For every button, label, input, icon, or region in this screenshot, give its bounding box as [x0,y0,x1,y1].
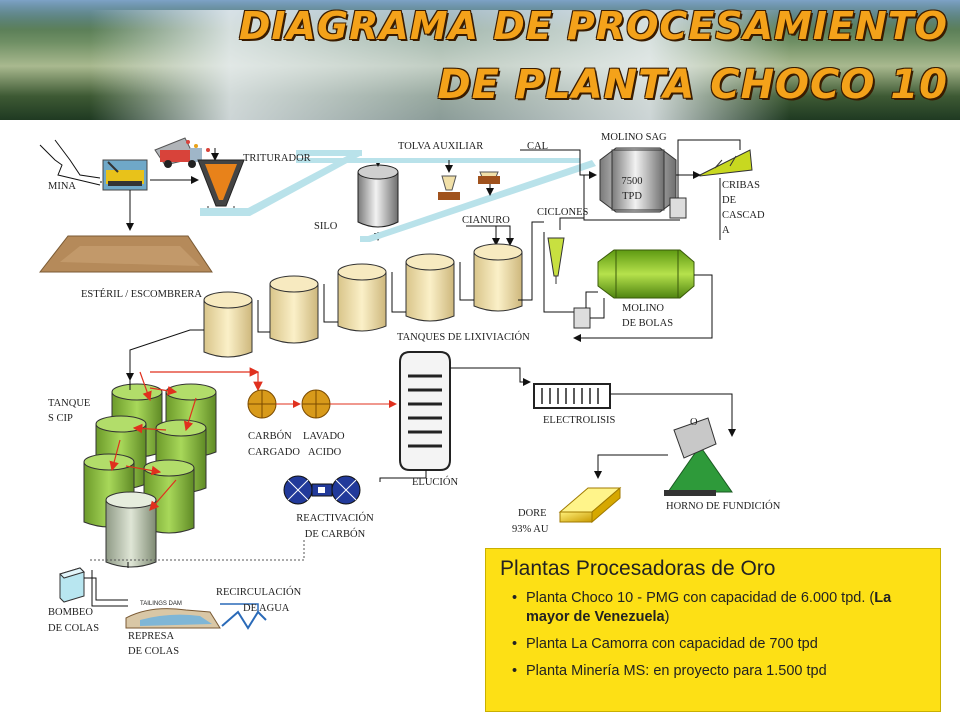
label-silo: SILO [314,221,338,232]
waterfall-background [90,10,790,120]
label-tanques-cip-2: S CIP [48,413,73,424]
electrolysis-cell-icon [533,383,611,409]
title-line-2: DE PLANTA CHOCO 10 [437,62,948,108]
infobox-item-choco10-text: Planta Choco 10 - PMG con capacidad de 6… [526,590,875,606]
label-cribas-3: CASCAD [722,210,765,221]
label-capacity-value: 7500 [621,176,643,187]
label-carbon-cargado-2: CARGADO [248,447,300,458]
label-represa-1: REPRESA [128,631,175,642]
cip-tank-7 [105,491,157,568]
leach-tank-icons [203,243,523,358]
label-esteril: ESTÉRIL / ESCOMBRERA [81,289,202,300]
crusher-icon [197,159,245,212]
label-dore-1: DORE [518,508,547,519]
leach-tank-1 [473,243,523,312]
carbon-reactivation-icon [283,475,361,505]
label-mina: MINA [48,181,76,192]
lime-hopper-icon [478,171,500,196]
silo-icon [357,159,399,241]
label-capacity-unit: TPD [622,191,642,202]
leach-tank-2 [405,253,455,322]
gold-plants-infobox: Plantas Procesadoras de Oro Planta Choco… [485,548,941,712]
label-tanques-lixiviacion: TANQUES DE LIXIVIACIÓN [397,332,530,343]
acid-wash-icon [301,389,331,419]
label-reactivacion-2: DE CARBÓN [304,529,366,540]
gold-bar-icon [558,486,622,524]
label-carbon-cargado-1: CARBÓN [248,431,292,442]
label-recirculacion-2: DE AGUA [243,603,290,614]
leach-tank-3 [337,263,387,332]
cip-tank-icons [83,383,217,568]
label-recirculacion-1: RECIRCULACIÓN [216,587,302,598]
infobox-list: Planta Choco 10 - PMG con capacidad de 6… [500,589,926,680]
infobox-item-camorra: Planta La Camorra con capacidad de 700 t… [512,635,926,654]
label-horno-marker: O [690,417,698,428]
mine-feed-lines [39,139,102,186]
cip-flow-arrows [109,367,263,511]
label-triturador: TRITURADOR [243,153,311,164]
leach-tank-4 [269,275,319,344]
label-tanques-cip-1: TANQUE [48,398,91,409]
label-lavado-acido-1: LAVADO [303,431,345,442]
label-bombeo-2: DE COLAS [48,623,100,634]
sag-mill-icon [599,147,687,219]
ball-mill-icon [573,249,695,329]
auxiliary-hopper-icon [438,160,460,200]
label-tailings-dam: TAILINGS DAM [140,601,182,607]
label-cianuro: CIANURO [462,215,510,226]
waste-pile-icon [38,235,213,273]
label-ciclones: CICLONES [537,207,589,218]
label-molino-bolas-2: DE BOLAS [622,318,674,329]
smelting-furnace-icon [664,417,733,496]
label-dore-2: 93% AU [512,524,549,535]
label-cribas-1: CRIBAS [722,180,760,191]
label-molino-sag: MOLINO SAG [601,132,667,143]
infobox-item-choco10-bold: La mayor de Venezuela [526,590,892,625]
label-molino-bolas-1: MOLINO [622,303,664,314]
infobox-item-mineria-ms: Planta Minería MS: en proyecto para 1.50… [512,662,926,681]
label-reactivacion-1: REACTIVACIÓN [296,513,374,524]
label-cribas-2: DE [722,195,736,206]
leach-tank-5 [203,291,253,358]
label-cal: CAL [527,141,548,152]
label-represa-2: DE COLAS [128,646,180,657]
title-banner: DIAGRAMA DE PROCESAMIENTO DE PLANTA CHOC… [0,0,960,120]
label-cribas-4: A [722,225,730,236]
tailings-pump-icon [59,567,85,603]
title-line-1: DIAGRAMA DE PROCESAMIENTO [238,4,948,48]
conveyor-2 [360,160,596,242]
infobox-item-choco10-close: ) [664,608,670,625]
infobox-item-choco10: Planta Choco 10 - PMG con capacidad de 6… [512,589,926,627]
label-electrolisis: ELECTROLISIS [543,415,616,426]
dump-truck-icon [154,137,210,168]
excavator-icon [102,159,148,191]
elution-column-icon [399,351,451,471]
loaded-carbon-icon [247,389,277,419]
infobox-heading: Plantas Procesadoras de Oro [500,557,776,580]
label-tolva-auxiliar: TOLVA AUXILIAR [398,141,484,152]
label-horno-fundicion: HORNO DE FUNDICIÓN [666,501,781,512]
label-elucion: ELUCIÓN [412,477,459,488]
screen-icon [699,149,753,177]
cyclone-icon [547,237,565,284]
label-bombeo-1: BOMBEO [48,607,93,618]
label-lavado-acido-2: ACIDO [308,447,342,458]
tailings-dam-icon [125,608,267,630]
conveyor-1 [200,150,360,216]
